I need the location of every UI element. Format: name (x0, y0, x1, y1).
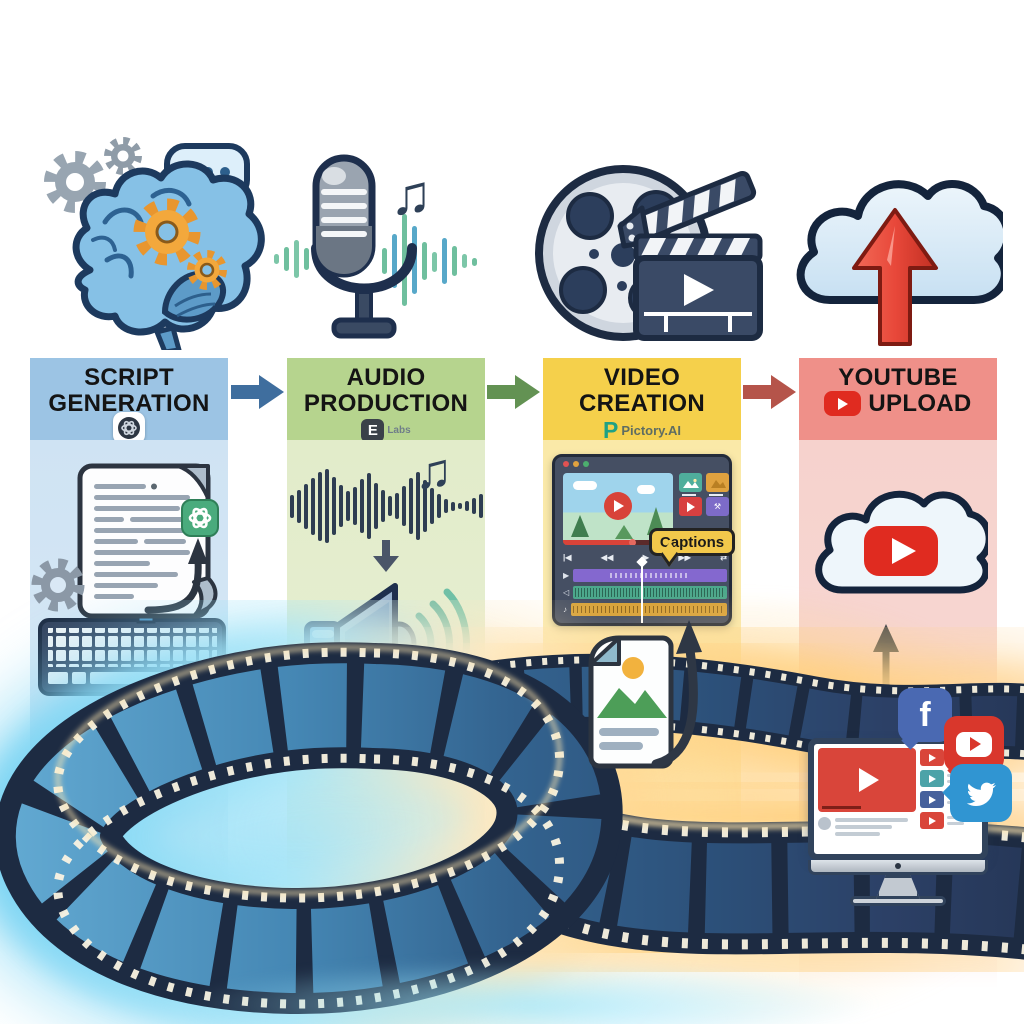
transport-controls: |◀ ◀◀ ▶ ▶▶ ⇄ (563, 551, 727, 564)
shuffle-icon: ⇄ (720, 553, 727, 562)
video-preview (563, 473, 673, 545)
curved-arrow-up-icon (651, 620, 702, 769)
rewind-icon: ◀◀ (600, 553, 614, 562)
playhead (641, 563, 643, 623)
elevenlabs-logo: E Labs (361, 418, 411, 442)
microphone-icon: ♪ ♫ (274, 148, 477, 339)
pictory-logo-icon: P (602, 416, 619, 443)
avatar (818, 817, 831, 830)
ai-brain-icon (44, 137, 265, 350)
thumbnail-mountain (706, 473, 729, 496)
gear-icon (187, 250, 227, 290)
arrow-right-icon (487, 375, 540, 409)
play-icon (859, 768, 879, 792)
audio-track-icon: ◁ (563, 588, 570, 597)
flow-arrow (144, 556, 202, 614)
voice-track (573, 586, 727, 599)
progress-bar (563, 539, 673, 545)
gear-icon (31, 558, 85, 612)
monitor-stand (876, 875, 920, 899)
music-note-icon: ♫ (390, 163, 432, 226)
soundwave-bars (274, 214, 477, 306)
monitor-chin (808, 860, 988, 875)
thumbnail-landscape (679, 473, 702, 496)
arrow-down-icon (373, 540, 399, 574)
camera-dot (895, 863, 901, 869)
close-icon (563, 461, 569, 467)
window-controls (563, 461, 589, 467)
play-button-icon (604, 492, 632, 520)
film-reel-clapperboard-icon (535, 165, 763, 341)
thumbnail-effects: ⚒ (706, 497, 729, 516)
step-title-line2: CREATION (579, 389, 705, 417)
step-title-line1: SCRIPT (84, 364, 174, 391)
caption-track (573, 569, 727, 582)
elabs-logo-icon: E (361, 418, 385, 442)
arrow-right-icon (743, 375, 796, 409)
play-icon: ▶ (642, 553, 649, 562)
arrow-right-icon (231, 375, 284, 409)
fast-forward-icon: ▶▶ (678, 553, 691, 562)
audio-waveform-icon (268, 468, 504, 544)
maximize-icon (583, 461, 589, 467)
youtube-cloud-icon (815, 490, 988, 594)
video-track-icon: ▶ (563, 571, 570, 580)
step-header: YOUTUBE UPLOAD (799, 358, 997, 440)
gpt-logo-icon (181, 499, 219, 537)
step-title-line2: UPLOAD (868, 389, 972, 417)
script-scroll-icon (77, 463, 218, 619)
ai-assistant-badge-icon (113, 412, 145, 444)
step-header: VIDEO CREATION P Pictory.AI (543, 358, 741, 443)
pictory-logo: P Pictory.AI (602, 416, 682, 443)
step-title-line2: PRODUCTION (303, 389, 469, 417)
thumbnail-video (679, 497, 702, 516)
youtube-logo-icon (824, 391, 862, 417)
skip-start-icon: |◀ (563, 553, 572, 562)
twitter-icon (942, 764, 1012, 822)
minimize-icon (573, 461, 579, 467)
step-header: AUDIO PRODUCTION E Labs (287, 358, 485, 442)
video-player (818, 748, 916, 812)
step-title-line1: YOUTUBE (838, 364, 958, 391)
music-note-icon: ♫ (415, 443, 453, 499)
media-thumbnails: ⚒ (679, 473, 729, 516)
cloud-upload-icon (796, 179, 1003, 346)
captions-label: Captions (649, 528, 735, 556)
step-header: SCRIPT GENERATION (30, 358, 228, 444)
step-title-line1: AUDIO (346, 364, 426, 391)
step-title-line1: VIDEO (603, 364, 681, 391)
gear-icon (133, 198, 201, 266)
